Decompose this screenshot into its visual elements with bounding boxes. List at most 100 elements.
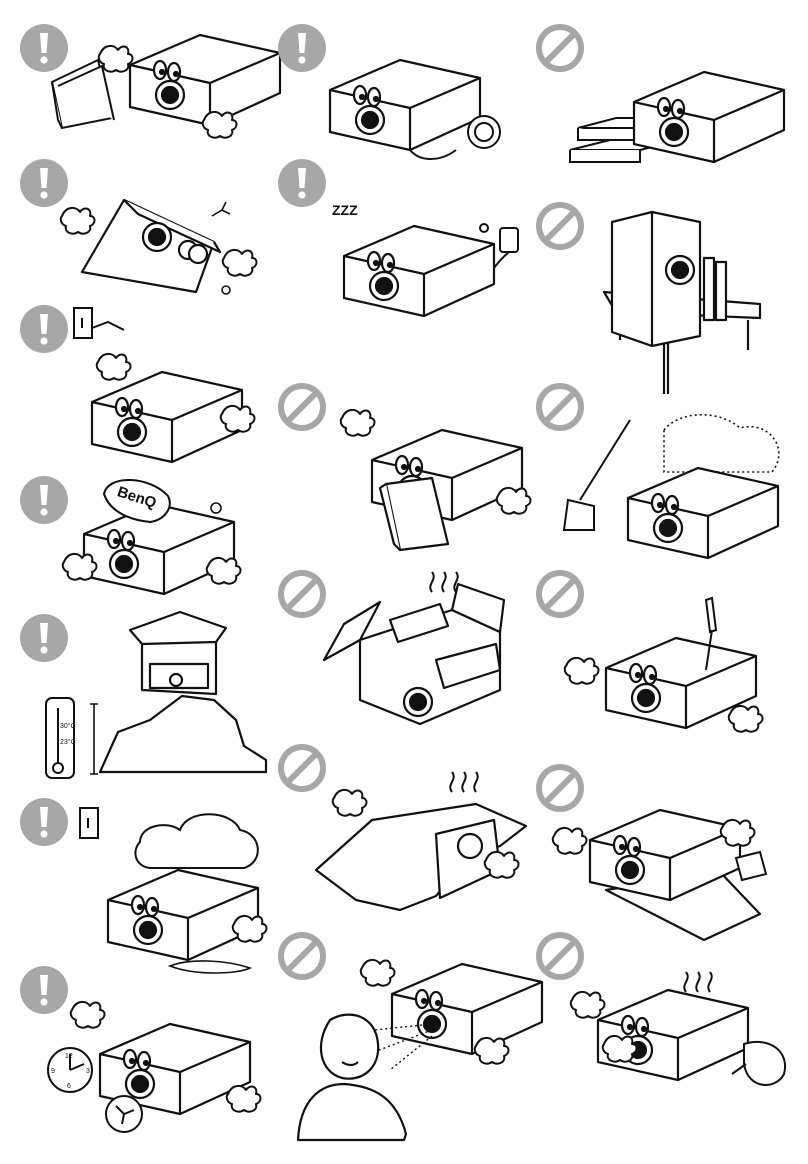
dust-cloud-icon (664, 415, 779, 472)
cabinet-illustration (604, 212, 760, 394)
hand-icon (203, 112, 237, 138)
projector-icon (344, 226, 494, 316)
cell-dust-prohibited (539, 386, 779, 558)
prohibition-badge-icon (539, 767, 581, 809)
prohibition-badge-icon (539, 573, 581, 615)
broom-icon (564, 420, 630, 530)
hand-icon (223, 250, 257, 276)
hand-icon (361, 960, 395, 986)
hand-icon (341, 410, 375, 436)
zzz-text: ZZZ (332, 202, 358, 218)
projector-icon (634, 72, 784, 162)
hand-icon (565, 658, 599, 684)
hand-icon (233, 916, 267, 942)
cell-cooldown-warning: 12 3 6 9 (20, 966, 261, 1132)
cell-unplug-warning (20, 305, 255, 462)
temp-high-text: 30°C (60, 722, 76, 730)
clock-12-text: 12 (65, 1053, 73, 1060)
cell-block-lens-prohibited (281, 386, 531, 550)
prohibition-badge-icon (281, 935, 323, 977)
upside-down-projector-illustration (82, 200, 220, 292)
hand-icon (721, 820, 755, 846)
projector-icon (330, 60, 480, 150)
exclamation-badge-icon (278, 159, 326, 207)
exclamation-badge-icon (20, 24, 68, 72)
hand-icon (553, 828, 587, 854)
mountain-illustration (100, 612, 266, 772)
cell-mount-warning (20, 159, 257, 294)
projector-icon (598, 990, 748, 1080)
hand-icon (227, 1086, 261, 1112)
cell-hot-surface-prohibited (539, 935, 785, 1085)
hand-icon (603, 1036, 637, 1062)
hand-icon (97, 354, 131, 380)
spilling-cup-icon (736, 852, 766, 880)
projector-icon (92, 372, 242, 462)
cell-cover-vent-prohibited (281, 747, 526, 910)
clock-9-text: 9 (51, 1068, 55, 1075)
hand-icon (475, 1038, 509, 1064)
steam-cloud-icon (135, 814, 257, 868)
hand-icon (221, 406, 255, 432)
cell-stare-prohibited (281, 935, 542, 1140)
wall-socket-icon (74, 308, 124, 338)
exclamation-badge-icon (20, 966, 68, 1014)
hand-icon (333, 790, 367, 816)
cell-enclosed-prohibited (539, 205, 760, 394)
cell-screwdriver-prohibited (539, 573, 763, 732)
puddle-icon (170, 961, 250, 973)
cell-overheat-prohibited (281, 572, 504, 724)
fan-icon (106, 1096, 142, 1132)
wall-socket-icon (80, 808, 98, 838)
projector-icon (392, 964, 542, 1054)
clock-icon: 12 3 6 9 (48, 1048, 92, 1092)
exclamation-badge-icon (20, 159, 68, 207)
hand-icon (207, 558, 241, 584)
prohibition-badge-icon (539, 27, 581, 69)
hand-icon (63, 554, 97, 580)
hand-icon (71, 1002, 105, 1028)
cell-stack-prohibited (539, 27, 784, 162)
projector-icon (130, 35, 280, 125)
prohibition-badge-icon (281, 386, 323, 428)
open-box-illustration (324, 584, 504, 724)
projector-icon (628, 468, 778, 558)
hand-icon (99, 46, 133, 72)
prohibition-badge-icon (281, 747, 323, 789)
brand-cap-illustration: BenQ (104, 480, 170, 522)
prohibition-badge-icon (539, 386, 581, 428)
cell-altitude-warning: 30°C 23°C (20, 612, 266, 778)
heat-lines-icon (684, 972, 711, 992)
cell-book-warning (20, 24, 280, 138)
cell-sleep-warning: ZZZ (278, 159, 518, 316)
person-covering-eyes-illustration (298, 1015, 406, 1140)
heat-lines-icon (450, 772, 477, 792)
height-marker-icon (90, 704, 98, 774)
temp-low-text: 23°C (60, 738, 76, 746)
lens-cap-icon (211, 503, 221, 513)
hand-icon (485, 852, 519, 878)
cell-handle-warning: BenQ (20, 476, 241, 594)
hand-icon (497, 488, 531, 514)
clock-6-text: 6 (67, 1083, 71, 1090)
prohibition-badge-icon (281, 573, 323, 615)
cell-humidity-warning (20, 798, 267, 973)
hand-icon (729, 706, 763, 732)
clock-3-text: 3 (86, 1068, 90, 1075)
exclamation-badge-icon (278, 24, 326, 72)
exclamation-badge-icon (20, 798, 68, 846)
thermometer-icon: 30°C 23°C (46, 698, 76, 778)
projector-icon (108, 870, 258, 960)
exclamation-badge-icon (20, 614, 68, 662)
prohibition-badge-icon (539, 935, 581, 977)
exclamation-badge-icon (20, 305, 68, 353)
cell-liquid-prohibited (539, 767, 766, 940)
prohibition-badge-icon (539, 205, 581, 247)
cell-lamp-warning (278, 24, 500, 159)
heat-lines-icon (430, 572, 457, 592)
hand-icon (571, 992, 605, 1018)
exclamation-badge-icon (20, 476, 68, 524)
hand-icon (61, 208, 95, 234)
